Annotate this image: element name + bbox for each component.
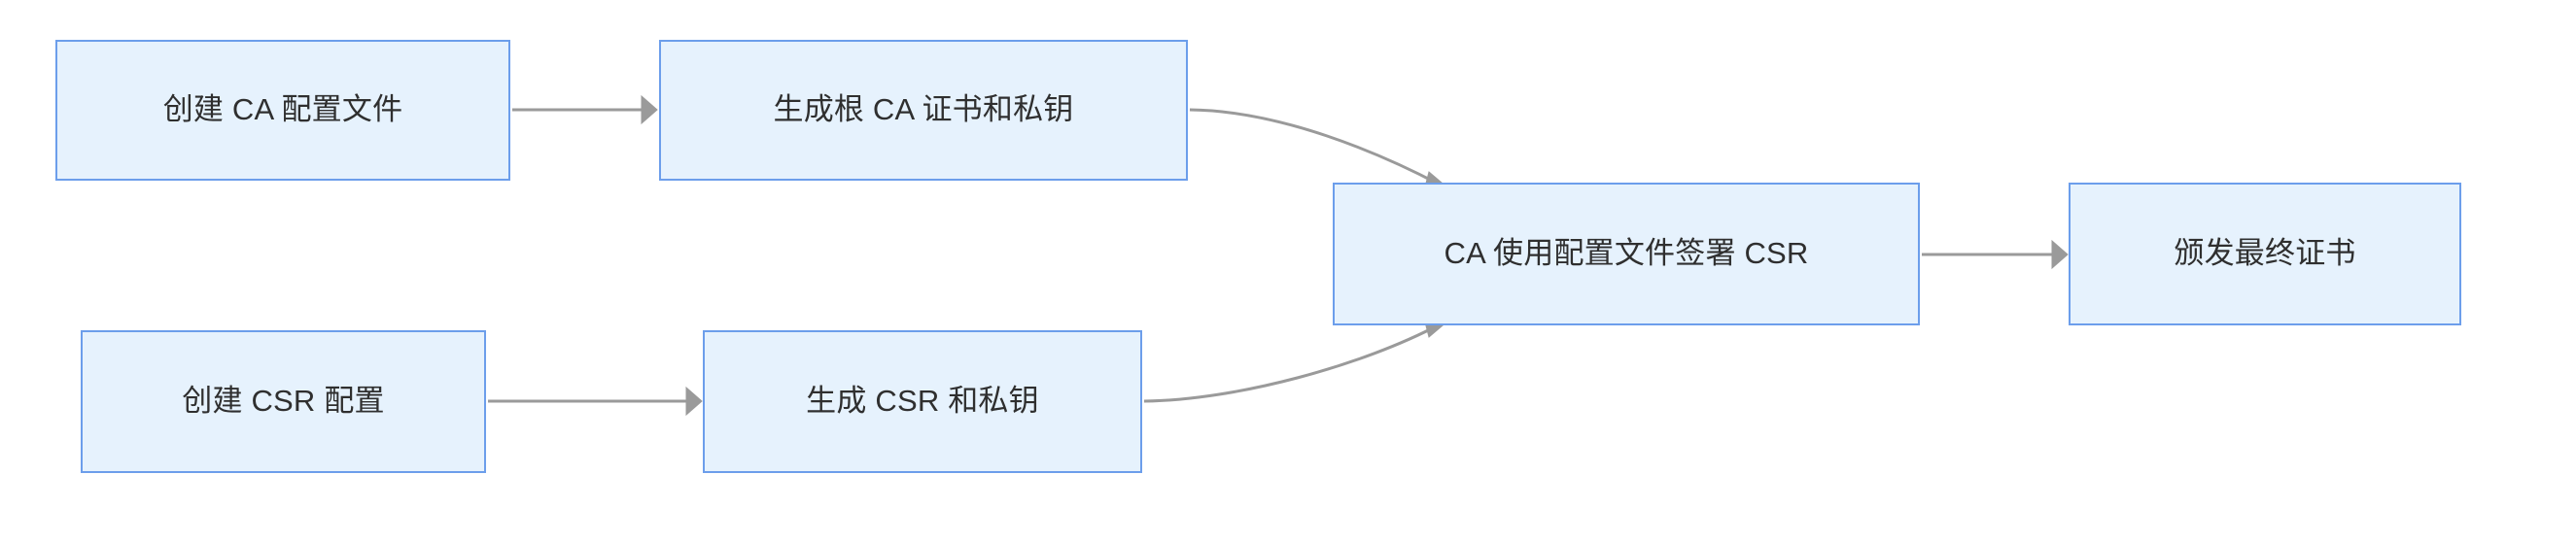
edge-n2-to-n5	[1189, 108, 1441, 186]
edge-n4-to-n5	[1143, 322, 1441, 403]
arrowhead-n1-to-n2	[641, 94, 658, 125]
node-label: 颁发最终证书	[2174, 236, 2356, 271]
node-generate-root-ca-cert-and-key[interactable]: 生成根 CA 证书和私钥	[659, 40, 1188, 181]
node-ca-sign-csr-with-config[interactable]: CA 使用配置文件签署 CSR	[1333, 183, 1920, 325]
node-create-csr-config[interactable]: 创建 CSR 配置	[81, 330, 486, 473]
node-label: CA 使用配置文件签署 CSR	[1444, 236, 1809, 271]
node-label: 创建 CA 配置文件	[162, 92, 403, 127]
node-label: 创建 CSR 配置	[182, 384, 385, 419]
node-label: 生成 CSR 和私钥	[806, 384, 1039, 419]
node-create-ca-config[interactable]: 创建 CA 配置文件	[55, 40, 510, 181]
arrowhead-n5-to-n6	[2051, 239, 2069, 270]
node-issue-final-certificate[interactable]: 颁发最终证书	[2069, 183, 2461, 325]
arrowhead-n3-to-n4	[685, 386, 703, 417]
node-label: 生成根 CA 证书和私钥	[773, 92, 1074, 127]
node-generate-csr-and-key[interactable]: 生成 CSR 和私钥	[703, 330, 1142, 473]
